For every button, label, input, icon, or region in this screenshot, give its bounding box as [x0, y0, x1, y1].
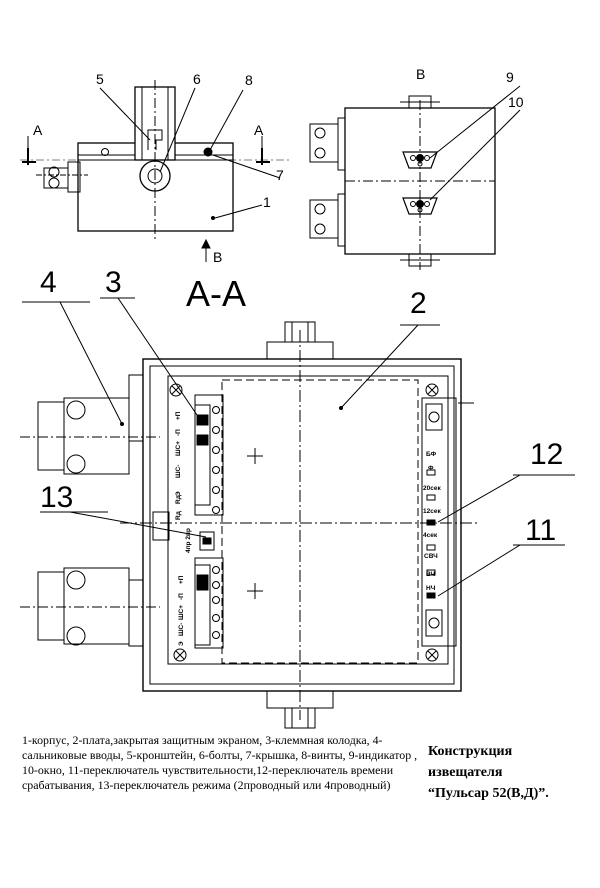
lower-terminal-label-1: +П: [178, 575, 185, 584]
label-8: 8: [245, 72, 253, 88]
side-view: [309, 85, 521, 270]
upper-terminal-label-5: Э: [175, 491, 182, 496]
label-4: 4: [40, 266, 57, 299]
caption-line-1: Конструкция: [428, 744, 513, 759]
label-13: 13: [40, 481, 73, 514]
front-view: [20, 80, 290, 262]
label-a-right: А: [254, 122, 264, 138]
lower-terminal-label-5: Э: [178, 641, 185, 646]
mode-switch-label: 4пр 2пр: [185, 528, 192, 553]
switch-label-4s: 4сек: [423, 532, 438, 539]
label-6: 6: [193, 71, 201, 87]
section-title: А-А: [186, 273, 246, 314]
construction-drawing: 5 6 8 7 1 А А В В 9 10 А-А 4 3 2 12 11 1…: [20, 66, 575, 729]
switch-label-svch: СВЧ: [424, 553, 438, 560]
label-2: 2: [410, 287, 427, 320]
upper-terminal-label-2: -П: [175, 429, 182, 436]
caption: Конструкция извещателя “Пульсар 52(В,Д)”…: [428, 741, 598, 804]
lower-terminal-label-3: ШС+: [178, 605, 185, 620]
switch-label-bf: БФ: [426, 451, 437, 458]
label-7: 7: [276, 167, 284, 183]
rd-label-1: Rд: [175, 495, 182, 504]
upper-terminal-label-3: ШС+: [175, 441, 182, 456]
label-b-bottom: В: [213, 249, 222, 265]
caption-line-2: извещателя: [428, 765, 503, 780]
switch-label-12s: 12сек: [423, 508, 441, 515]
label-10: 10: [508, 94, 524, 110]
switch-label-f: Ф: [428, 465, 434, 472]
label-9: 9: [506, 69, 514, 85]
legend-text: 1-корпус, 2-плата,закрытая защитным экра…: [22, 733, 418, 792]
caption-line-3: “Пульсар 52(В,Д)”.: [428, 786, 549, 801]
label-3: 3: [105, 266, 122, 299]
upper-terminal-label-4: ШС-: [175, 465, 182, 478]
switch-label-20s: 20сек: [423, 485, 441, 492]
lower-terminal-label-2: -П: [178, 593, 185, 600]
label-b-top: В: [416, 66, 425, 82]
section-view: [20, 297, 575, 729]
label-11: 11: [525, 514, 556, 547]
label-a-left: А: [33, 122, 43, 138]
lower-terminal-label-4: ШС-: [178, 623, 185, 636]
rd-label-2: Rд: [175, 511, 182, 520]
switch-label-vch: ВЧ: [426, 571, 435, 578]
label-5: 5: [96, 71, 104, 87]
label-1: 1: [263, 194, 271, 210]
label-12: 12: [530, 438, 563, 471]
switch-label-nch: НЧ: [426, 585, 436, 592]
upper-terminal-label-1: +П: [175, 411, 182, 420]
